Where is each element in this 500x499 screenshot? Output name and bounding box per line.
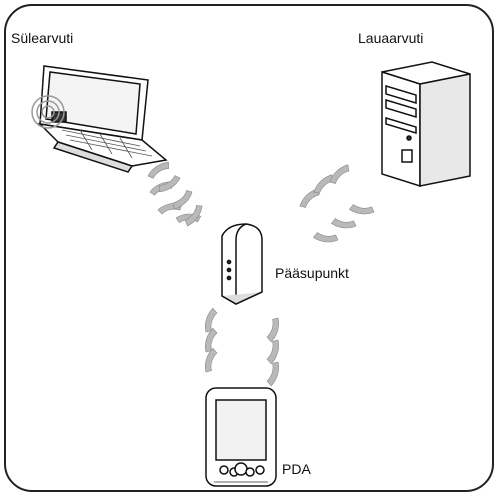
diagram-frame <box>4 4 494 492</box>
wireless-link-laptop <box>145 160 207 228</box>
signal-rings-icon <box>31 95 65 129</box>
pda-icon <box>205 387 277 487</box>
desktop-tower-icon <box>381 61 471 188</box>
access-point-icon <box>221 223 263 305</box>
pda-label: PDA <box>282 461 311 477</box>
desktop-label: Lauaarvuti <box>358 30 424 46</box>
wireless-link-desktop <box>296 163 376 247</box>
wireless-link-pda <box>199 307 285 387</box>
laptop-icon <box>37 65 168 173</box>
access-point-label: Pääsupunkt <box>275 265 349 281</box>
laptop-label: Sülearvuti <box>11 30 74 46</box>
